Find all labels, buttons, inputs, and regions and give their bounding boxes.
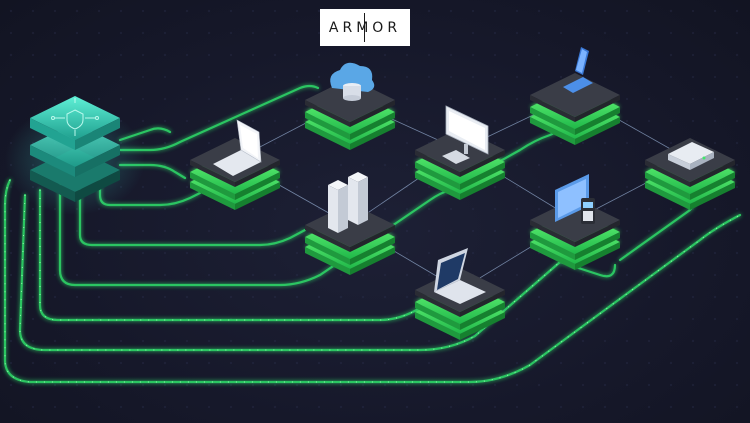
desktop-monitor-icon [442, 105, 489, 164]
access-control-terminal-icon [555, 174, 595, 224]
server-rack-platform [305, 203, 395, 275]
tablet-platform [530, 73, 620, 145]
network-appliance-platform [645, 138, 735, 210]
layered-security-stack-icon [5, 96, 145, 215]
network-appliance-icon [668, 142, 714, 170]
cloud-storage-platform [305, 78, 395, 150]
pipe-dots [4, 179, 741, 383]
laptop-icon [434, 248, 486, 304]
cloud-database-icon [330, 62, 375, 101]
server-rack-icon [328, 172, 368, 233]
tablet-icon [563, 47, 593, 93]
logo-divider [364, 13, 365, 42]
laptop-icon [213, 119, 262, 176]
access-control-platform [530, 198, 620, 270]
armor-logo: ARMOR [320, 9, 410, 46]
logo-text: ARMOR [329, 20, 401, 36]
